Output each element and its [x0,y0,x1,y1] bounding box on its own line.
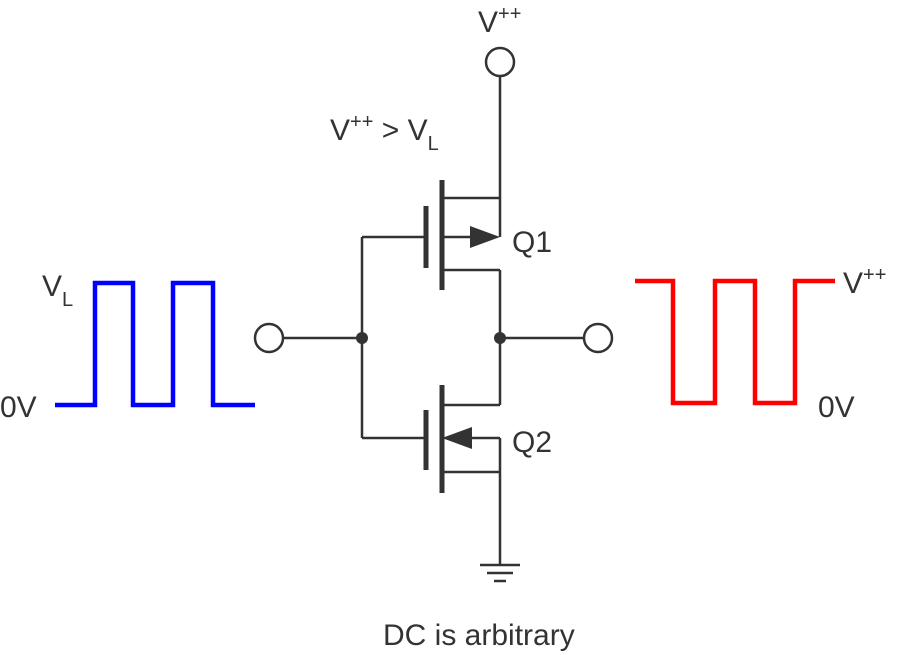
output-high-label: V++ [843,264,886,300]
supply-top-label: V++ [478,3,521,39]
condition-label: V++ > VL [330,111,439,155]
input-low-label: 0V [0,391,37,424]
output-junction-dot [494,332,506,344]
gate-wiring [284,235,426,440]
input-junction-dot [356,332,368,344]
input-high-label: VL [42,270,73,311]
q2-arrow-icon [442,427,472,449]
output-low-label: 0V [818,391,855,424]
ground-icon [480,563,520,583]
input-waveform [55,280,255,408]
supply-terminal [484,46,516,78]
q2-label: Q2 [512,426,552,459]
output-waveform [635,278,835,406]
transistor-q2: Q2 [423,338,552,565]
output-terminal [582,322,614,354]
footer-caption: DC is arbitrary [383,619,575,652]
input-terminal [253,322,285,354]
transistor-q1: Q1 [423,180,552,338]
q1-label: Q1 [512,226,552,259]
q1-arrow-icon [470,226,500,248]
